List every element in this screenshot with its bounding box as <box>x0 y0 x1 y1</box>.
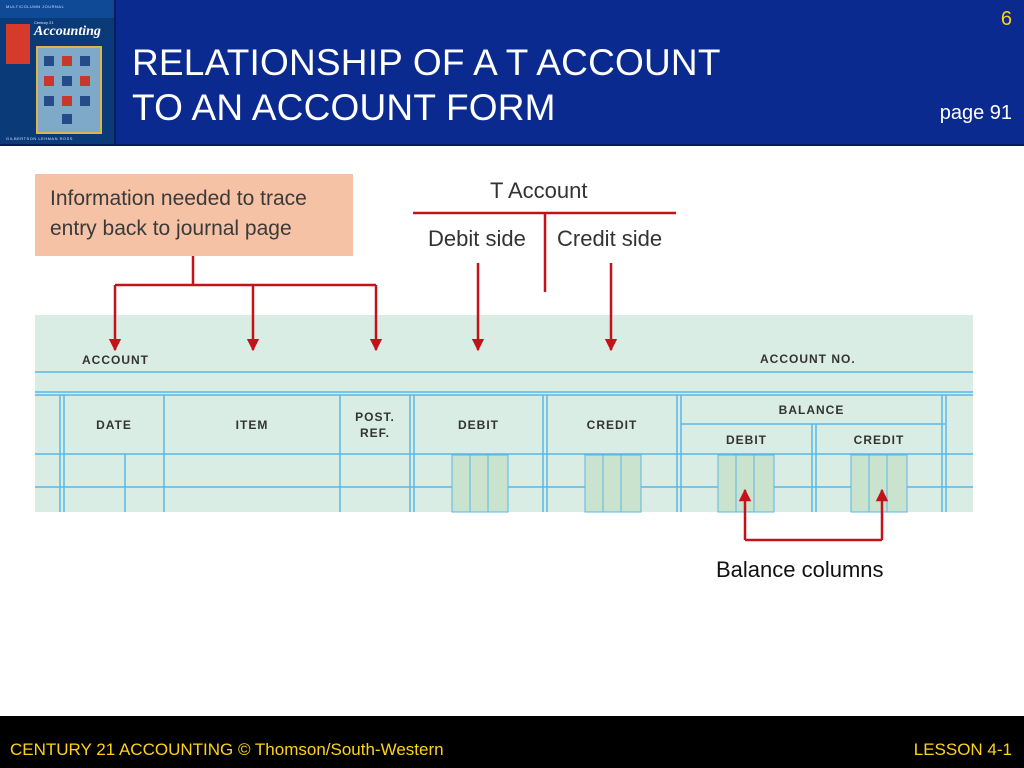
slide-footer: CENTURY 21 ACCOUNTING © Thomson/South-We… <box>0 716 1024 768</box>
slide-number: 6 <box>1000 8 1012 30</box>
cover-logo-text: Accounting <box>34 24 101 39</box>
form-account-label: ACCOUNT <box>82 353 149 367</box>
cover-window <box>80 56 90 66</box>
post-ref-line-1: POST. <box>355 410 395 424</box>
cover-window <box>80 96 90 106</box>
form-balance-header: BALANCE <box>778 403 845 417</box>
t-account-debit-side: Debit side <box>428 226 526 251</box>
form-balance-debit-header: DEBIT <box>726 433 767 447</box>
form-date-header: DATE <box>96 418 132 432</box>
form-item-header: ITEM <box>235 418 269 432</box>
slide-title-line-1: RELATIONSHIP OF A T ACCOUNT <box>132 42 721 83</box>
cover-series-text: Century 21 <box>34 20 54 25</box>
footer-lesson: LESSON 4-1 <box>913 740 1012 759</box>
cover-window <box>62 114 72 124</box>
cover-window <box>62 96 72 106</box>
footer-copyright: CENTURY 21 ACCOUNTING © Thomson/South-We… <box>10 740 444 759</box>
callout-line-2: entry back to journal page <box>50 217 292 240</box>
page-reference: page 91 <box>939 102 1012 124</box>
slide-title-line-2: TO AN ACCOUNT FORM <box>132 87 556 128</box>
balance-columns-caption: Balance columns <box>716 557 884 582</box>
cover-top-band <box>0 0 114 18</box>
cover-edition-block <box>6 24 30 64</box>
cover-authors-text: GILBERTSON LEHMAN ROSS <box>6 136 73 141</box>
textbook-cover-image: MULTICOLUMN JOURNAL Century 21 Accountin… <box>0 0 116 146</box>
form-credit-header: CREDIT <box>586 418 638 432</box>
form-debit-header: DEBIT <box>458 418 499 432</box>
cover-window <box>62 76 72 86</box>
form-post-ref-header: POST. REF. <box>340 409 410 441</box>
form-balance-credit-header: CREDIT <box>853 433 905 447</box>
slide-header: MULTICOLUMN JOURNAL Century 21 Accountin… <box>0 0 1024 146</box>
cover-building-illustration <box>36 46 102 134</box>
cover-window <box>44 76 54 86</box>
form-account-no-label: ACCOUNT NO. <box>760 352 856 366</box>
cover-top-text: MULTICOLUMN JOURNAL <box>6 4 65 9</box>
cover-window <box>62 56 72 66</box>
t-account-title: T Account <box>490 178 588 203</box>
callout-line-1: Information needed to trace <box>50 187 307 210</box>
header-divider <box>0 144 1024 146</box>
cover-window <box>44 56 54 66</box>
cover-window <box>44 96 54 106</box>
cover-window <box>80 76 90 86</box>
t-account-credit-side: Credit side <box>557 226 663 251</box>
slide-title: RELATIONSHIP OF A T ACCOUNT TO AN ACCOUN… <box>132 40 721 130</box>
journal-trace-callout: Information needed to trace entry back t… <box>35 174 353 256</box>
post-ref-line-2: REF. <box>359 426 390 440</box>
